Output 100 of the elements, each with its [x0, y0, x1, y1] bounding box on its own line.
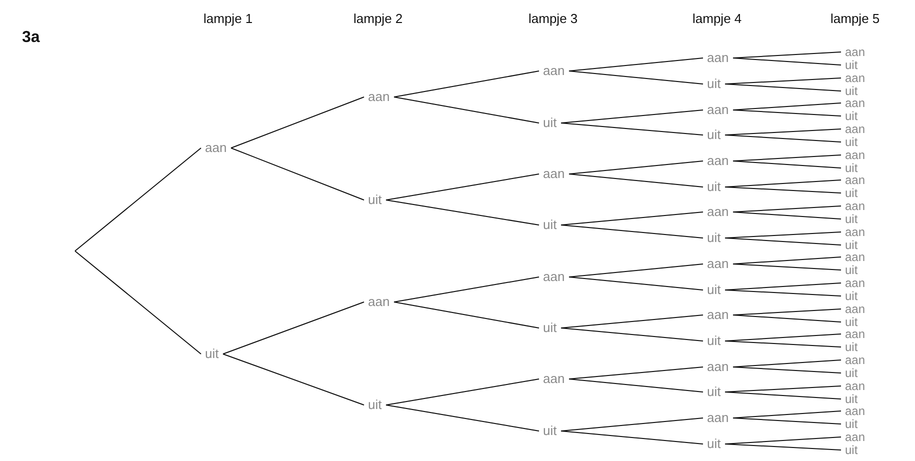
outcome-label: aan [845, 328, 866, 340]
branch-line [560, 212, 704, 226]
outcome-label: uit [845, 290, 858, 302]
branch-line [732, 212, 842, 220]
branch-line [568, 174, 704, 188]
branch-line [560, 110, 704, 124]
branch-line [568, 70, 704, 84]
outcome-label: aan [845, 251, 866, 264]
branch-line [222, 302, 364, 354]
branch-line [394, 276, 540, 302]
outcome-label: aan [845, 277, 866, 290]
branch-line [568, 160, 704, 174]
outcome-label: aan [845, 302, 866, 315]
outcome-label: aan [707, 308, 729, 322]
outcome-label: uit [845, 418, 858, 430]
outcome-label: aan [845, 97, 866, 110]
outcome-label: aan [707, 51, 729, 66]
outcome-label: uit [845, 212, 858, 225]
branch-line [568, 276, 704, 290]
branch-line [74, 148, 202, 252]
outcome-label: aan [707, 205, 729, 220]
branch-line [230, 96, 364, 148]
outcome-label: aan [543, 166, 565, 181]
branch-line [386, 404, 540, 432]
branch-line [386, 200, 540, 226]
outcome-label: uit [845, 366, 858, 379]
branch-line [568, 264, 704, 278]
outcome-label: aan [845, 72, 866, 84]
outcome-label: uit [707, 282, 721, 297]
branch-line [732, 110, 842, 116]
figure-number: 3a [22, 30, 40, 45]
outcome-label: uit [205, 346, 219, 361]
branch-line [732, 366, 842, 374]
column-heading: lampje 5 [830, 11, 880, 26]
branch-line [724, 84, 842, 92]
branch-line [724, 134, 842, 142]
outcome-label: aan [845, 226, 866, 238]
outcome-label: uit [845, 110, 858, 122]
branch-line [724, 392, 842, 400]
outcome-label: uit [845, 84, 858, 97]
column-heading: lampje 4 [692, 11, 742, 26]
outcome-label: aan [845, 380, 866, 392]
outcome-label: aan [845, 431, 866, 444]
outcome-label: uit [543, 424, 557, 438]
outcome-label: aan [845, 174, 866, 186]
outcome-label: uit [707, 436, 721, 451]
outcome-label: uit [543, 218, 557, 232]
column-heading: lampje 2 [354, 11, 403, 26]
branch-line [724, 290, 842, 296]
outcome-label: uit [845, 341, 858, 354]
outcome-label: aan [845, 123, 866, 136]
outcome-label: uit [707, 180, 721, 194]
outcome-label: uit [845, 136, 858, 148]
column-heading: lampje 1 [204, 11, 253, 26]
branch-line [724, 340, 842, 348]
branch-line [568, 378, 704, 392]
branch-line [724, 444, 842, 450]
outcome-label: aan [543, 64, 565, 78]
branch-line [560, 418, 704, 432]
outcome-label: uit [543, 321, 557, 336]
branch-line [568, 58, 704, 72]
outcome-label: uit [845, 392, 858, 405]
outcome-label: uit [368, 192, 382, 207]
branch-line [222, 354, 364, 406]
outcome-label: aan [368, 90, 390, 104]
branch-line [724, 238, 842, 246]
outcome-label: aan [707, 102, 729, 117]
outcome-label: uit [845, 316, 858, 328]
outcome-label: aan [205, 141, 227, 156]
outcome-label: aan [845, 354, 866, 366]
outcome-label: aan [543, 270, 565, 284]
outcome-label: uit [845, 444, 858, 456]
outcome-label: aan [707, 410, 729, 425]
outcome-label: aan [845, 148, 866, 161]
outcome-label: uit [707, 231, 721, 246]
branch-line [732, 264, 842, 270]
branch-line [724, 186, 842, 194]
outcome-label: uit [543, 116, 557, 130]
outcome-label: aan [543, 372, 565, 386]
branch-line [560, 314, 704, 328]
outcome-label: uit [707, 77, 721, 92]
outcome-label: aan [707, 256, 729, 271]
outcome-label: uit [845, 264, 858, 276]
outcome-label: uit [707, 128, 721, 142]
outcome-label: uit [845, 238, 858, 251]
outcome-label: aan [845, 200, 866, 212]
branch-line [394, 302, 540, 328]
branch-line [568, 366, 704, 380]
branch-line [560, 224, 704, 238]
outcome-label: aan [368, 295, 390, 310]
branch-line [386, 174, 540, 200]
branch-line [732, 160, 842, 168]
outcome-label: aan [845, 405, 866, 418]
outcome-label: uit [707, 385, 721, 400]
branch-line [732, 418, 842, 424]
column-heading: lampje 3 [528, 11, 578, 26]
branch-line [74, 250, 202, 354]
branch-line [560, 328, 704, 342]
branch-line [560, 122, 704, 136]
branch-line [230, 148, 364, 200]
